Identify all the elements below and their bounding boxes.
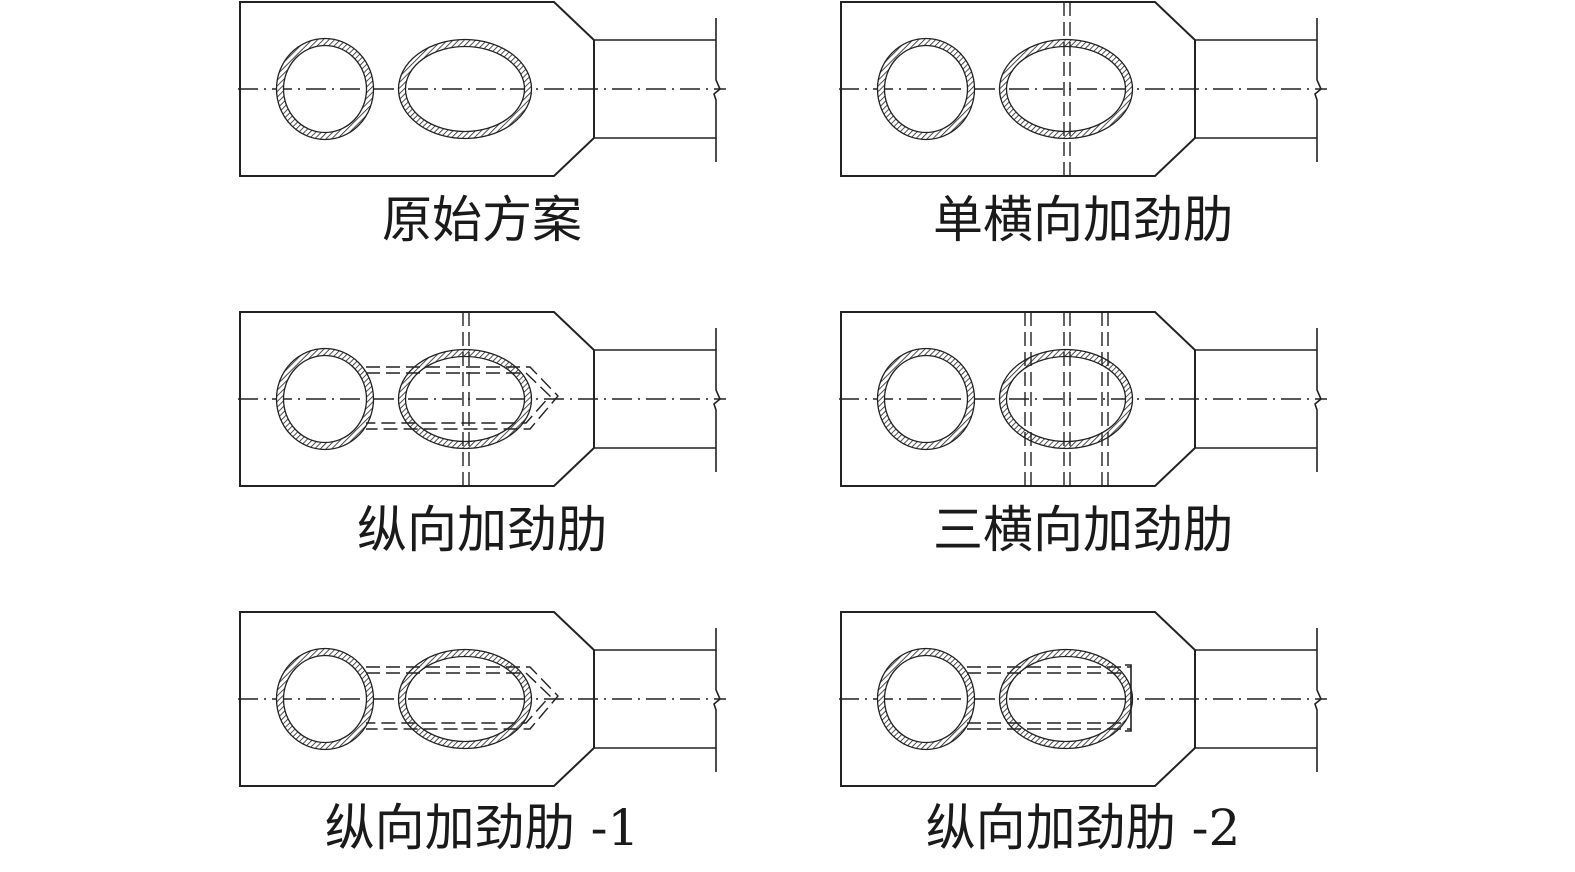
caption-single-transverse: 单横向加劲肋: [933, 191, 1233, 249]
caption-longitudinal: 纵向加劲肋: [357, 501, 607, 559]
circular-tube-inner-edge: [282, 654, 368, 744]
elliptical-tube-outer-edge: [397, 648, 533, 750]
circular-tube: [276, 38, 374, 140]
elliptical-tube-inner-edge: [1005, 355, 1127, 443]
elliptical-tube-outer-edge: [998, 648, 1134, 750]
elliptical-tube: [999, 649, 1133, 749]
panel-drawing-triple-transverse: [839, 311, 1327, 487]
panel-drawing-single-transverse: [839, 1, 1327, 177]
panel-drawing-original: [238, 1, 726, 177]
longitudinal-stiffener-outer: [366, 666, 559, 730]
panel-drawing-longitudinal-1: [238, 611, 726, 787]
circular-tube-inner-edge: [282, 354, 368, 444]
elliptical-tube-inner-edge: [1005, 45, 1127, 133]
break-line: [1314, 18, 1322, 162]
circular-tube: [877, 38, 975, 140]
panel-original: [238, 0, 738, 200]
circular-tube: [877, 648, 975, 750]
longitudinal-stiffener-inner: [366, 672, 551, 724]
panel-triple-transverse: [839, 310, 1339, 510]
panel-drawing-longitudinal-2: [839, 611, 1327, 787]
circular-tube-outer-edge: [275, 347, 375, 451]
panel-longitudinal-1: [238, 610, 738, 810]
elliptical-tube-inner-edge: [404, 45, 526, 133]
elliptical-tube: [398, 649, 532, 749]
panel-longitudinal: [238, 310, 738, 510]
break-line: [713, 18, 721, 162]
break-line: [713, 328, 721, 472]
elliptical-tube: [999, 349, 1133, 449]
caption-longitudinal-2: 纵向加劲肋 -2: [925, 799, 1241, 857]
elliptical-tube-outer-edge: [998, 38, 1134, 140]
panel-longitudinal-2: [839, 610, 1339, 810]
circular-tube-inner-edge: [883, 654, 969, 744]
break-line: [1314, 328, 1322, 472]
brace-member-edges: [1195, 349, 1317, 449]
panel-drawing-longitudinal: [238, 311, 726, 487]
circular-tube-inner-edge: [883, 44, 969, 134]
brace-member-edges: [594, 39, 716, 139]
circular-tube-outer-edge: [275, 37, 375, 141]
caption-triple-transverse: 三横向加劲肋: [933, 501, 1233, 559]
circular-tube-inner-edge: [282, 44, 368, 134]
circular-tube-outer-edge: [876, 647, 976, 751]
circular-tube-outer-edge: [275, 647, 375, 751]
circular-tube-inner-edge: [883, 354, 969, 444]
circular-tube-outer-edge: [876, 37, 976, 141]
longitudinal-stiffener-lines: [967, 666, 1131, 730]
longitudinal-stiffener-outer: [366, 366, 559, 430]
elliptical-tube: [999, 39, 1133, 139]
circular-tube: [276, 648, 374, 750]
circular-tube-outer-edge: [876, 347, 976, 451]
end-plate: [1125, 664, 1132, 732]
elliptical-tube-outer-edge: [397, 348, 533, 450]
elliptical-tube: [398, 349, 532, 449]
brace-member-edges: [1195, 39, 1317, 139]
circular-tube: [276, 348, 374, 450]
caption-original: 原始方案: [382, 191, 582, 249]
break-line: [1314, 628, 1322, 772]
break-line: [713, 628, 721, 772]
elliptical-tube-outer-edge: [397, 38, 533, 140]
brace-member-edges: [594, 349, 716, 449]
circular-tube: [877, 348, 975, 450]
brace-member-edges: [1195, 649, 1317, 749]
caption-longitudinal-1: 纵向加劲肋 -1: [324, 799, 640, 857]
brace-member-edges: [594, 649, 716, 749]
elliptical-tube: [398, 39, 532, 139]
elliptical-tube-inner-edge: [404, 655, 526, 743]
longitudinal-stiffener-inner: [366, 372, 551, 424]
elliptical-tube-inner-edge: [404, 355, 526, 443]
elliptical-tube-outer-edge: [998, 348, 1134, 450]
elliptical-tube-inner-edge: [1005, 655, 1127, 743]
panel-single-transverse: [839, 0, 1339, 200]
